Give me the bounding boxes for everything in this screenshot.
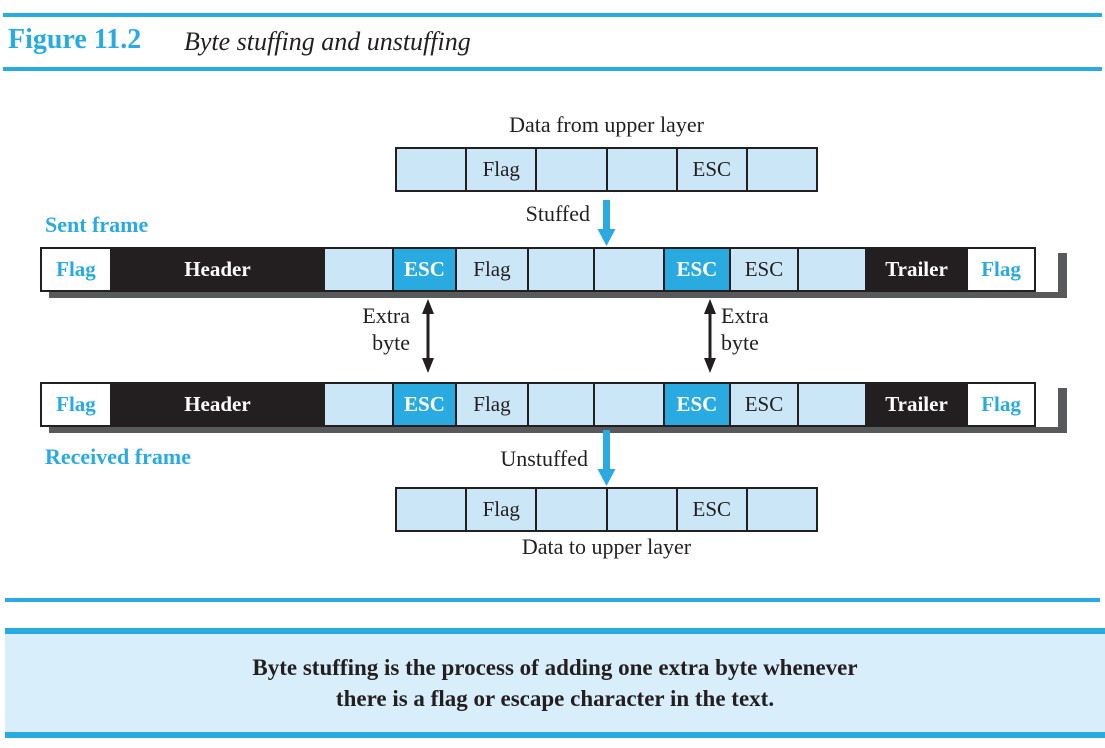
top-rule <box>3 13 1102 17</box>
received-frame-label: Received frame <box>45 444 191 469</box>
frame-cell: Flag <box>454 382 529 427</box>
extra-byte-line2: byte <box>721 330 759 355</box>
data-cell <box>745 147 819 192</box>
frame-cell: ESC <box>728 247 799 292</box>
data-cell: ESC <box>675 147 748 192</box>
extra-byte-arrow-icon <box>704 299 716 373</box>
sent-frame-label: Sent frame <box>45 212 149 237</box>
frame-cell: Flag <box>454 247 529 292</box>
data-cell <box>605 147 678 192</box>
data-from-upper-layer-label: Data from upper layer <box>509 112 704 137</box>
frame-cell: Flag <box>966 247 1037 292</box>
frame-cell: ESC <box>391 382 457 427</box>
frame-cell <box>322 382 394 427</box>
figure-caption: Byte stuffing and unstuffing <box>184 27 471 56</box>
frame-cell: Flag <box>966 382 1037 427</box>
frame-cell <box>796 247 867 292</box>
extra-byte-line1: Extra <box>362 303 410 328</box>
header-rule <box>3 67 1102 71</box>
frame-cell <box>322 247 394 292</box>
note-line-2: there is a flag or escape character in t… <box>335 686 775 711</box>
extra-byte-line1: Extra <box>721 303 769 328</box>
frame-cell: ESC <box>662 382 731 427</box>
frame-cell: Trailer <box>865 247 969 292</box>
frame-cell: ESC <box>391 247 457 292</box>
data-to-upper-layer-label: Data to upper layer <box>521 534 692 559</box>
stuffed-down-arrow-icon <box>597 200 616 246</box>
data-cell <box>395 147 468 192</box>
upper-data-row: Flag ESC <box>395 147 819 192</box>
data-cell <box>745 487 819 532</box>
note-box: Byte stuffing is the process of adding o… <box>5 628 1105 738</box>
data-cell: Flag <box>465 487 538 532</box>
data-cell <box>395 487 468 532</box>
data-cell: Flag <box>465 147 538 192</box>
frame-cell <box>796 382 867 427</box>
frame-cell <box>592 382 665 427</box>
frame-cell: Header <box>109 382 325 427</box>
frame-cell <box>526 382 595 427</box>
extra-byte-line2: byte <box>372 330 410 355</box>
frame-cell: Flag <box>40 382 112 427</box>
data-cell: ESC <box>675 487 748 532</box>
frame-cell <box>592 247 665 292</box>
data-cell <box>535 147 608 192</box>
frame-cell: Flag <box>40 247 112 292</box>
extra-byte-arrow-icon <box>422 299 434 373</box>
frame-cell: Header <box>109 247 325 292</box>
unstuffed-down-arrow-icon <box>597 430 616 486</box>
frame-cell <box>526 247 595 292</box>
note-line-1: Byte stuffing is the process of adding o… <box>252 655 858 680</box>
lower-data-row: Flag ESC <box>395 487 819 532</box>
extra-byte-label-right: Extra byte <box>721 302 803 356</box>
frame-cell: ESC <box>728 382 799 427</box>
unstuffed-label: Unstuffed <box>500 446 588 471</box>
figure-number-label: Figure 11.2 <box>8 24 142 55</box>
data-cell <box>535 487 608 532</box>
footer-rule <box>5 598 1100 602</box>
data-cell <box>605 487 678 532</box>
extra-byte-label-left: Extra byte <box>328 302 410 356</box>
frame-cell: ESC <box>662 247 731 292</box>
frame-cell: Trailer <box>865 382 969 427</box>
stuffed-label: Stuffed <box>525 201 590 226</box>
